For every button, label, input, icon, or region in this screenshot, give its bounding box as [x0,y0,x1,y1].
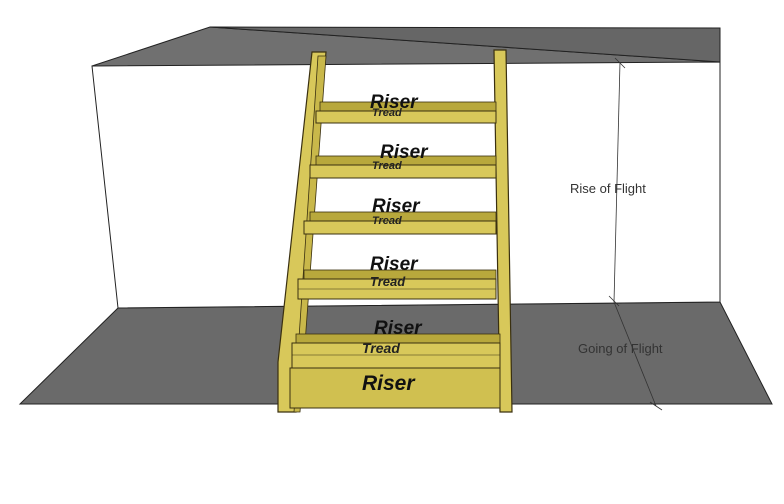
riser-label-4: Riser [370,254,419,275]
riser-label-2: Riser [380,142,429,163]
going-of-flight-label: Going of Flight [578,341,663,356]
wall-front [91,61,721,309]
rise-of-flight-label: Rise of Flight [570,181,646,196]
tread-board-2 [309,164,497,179]
tread-board-1 [315,110,497,124]
riser-label-3: Riser [372,196,421,217]
tread-label-5: Tread [362,340,400,356]
tread-board-3 [303,220,497,235]
tread-label-1: Tread [372,107,402,119]
riser-label-1: Riser [370,92,419,113]
wall-top-shadow [209,26,721,63]
tread-label-4: Tread [370,274,406,289]
riser-boards [289,101,501,409]
riser-label-5: Riser [374,318,423,339]
riser-label-6: Riser [362,372,416,395]
tread-labels: Tread Tread Tread Tread Tread [362,107,406,356]
rise-dimension: Rise of Flight [570,57,646,307]
tread-board-5 [291,342,501,369]
riser-labels: Riser Riser Riser Riser Riser Riser [362,92,429,395]
tread-boards [291,110,501,369]
right-stringer [493,49,513,413]
going-dimension: Going of Flight [578,301,663,411]
tread-label-3: Tread [372,215,402,227]
tread-label-2: Tread [372,160,402,172]
